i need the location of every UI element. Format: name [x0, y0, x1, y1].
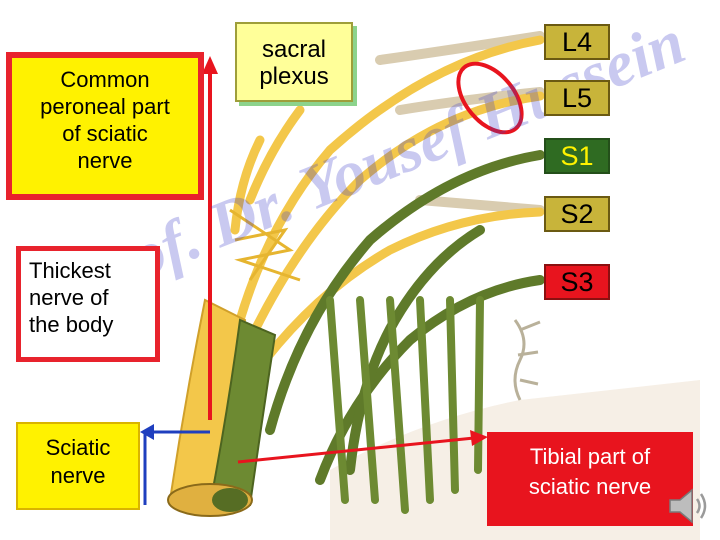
root-label-l4: L4: [544, 24, 610, 60]
speaker-icon[interactable]: [664, 482, 712, 530]
label-tibial-part-text: Tibial part of sciatic nerve: [528, 444, 652, 499]
label-common-peroneal-text: Common peroneal part of sciatic nerve: [40, 67, 170, 173]
label-sacral-plexus: sacral plexus: [235, 22, 353, 102]
label-tibial-part: Tibial part of sciatic nerve: [487, 432, 693, 526]
root-label-s3: S3: [544, 264, 610, 300]
label-sacral-plexus-text: sacral plexus: [259, 36, 329, 90]
label-sciatic-nerve-text: Sciatic nerve: [45, 435, 111, 488]
root-label-s2: S2: [544, 196, 610, 232]
root-label-l5: L5: [544, 80, 610, 116]
root-label-s1: S1: [544, 138, 610, 174]
label-thickest-nerve: Thickest nerve of the body: [16, 246, 160, 362]
label-common-peroneal: Common peroneal part of sciatic nerve: [6, 52, 204, 200]
label-sciatic-nerve: Sciatic nerve: [16, 422, 140, 510]
label-thickest-nerve-text: Thickest nerve of the body: [29, 258, 114, 337]
